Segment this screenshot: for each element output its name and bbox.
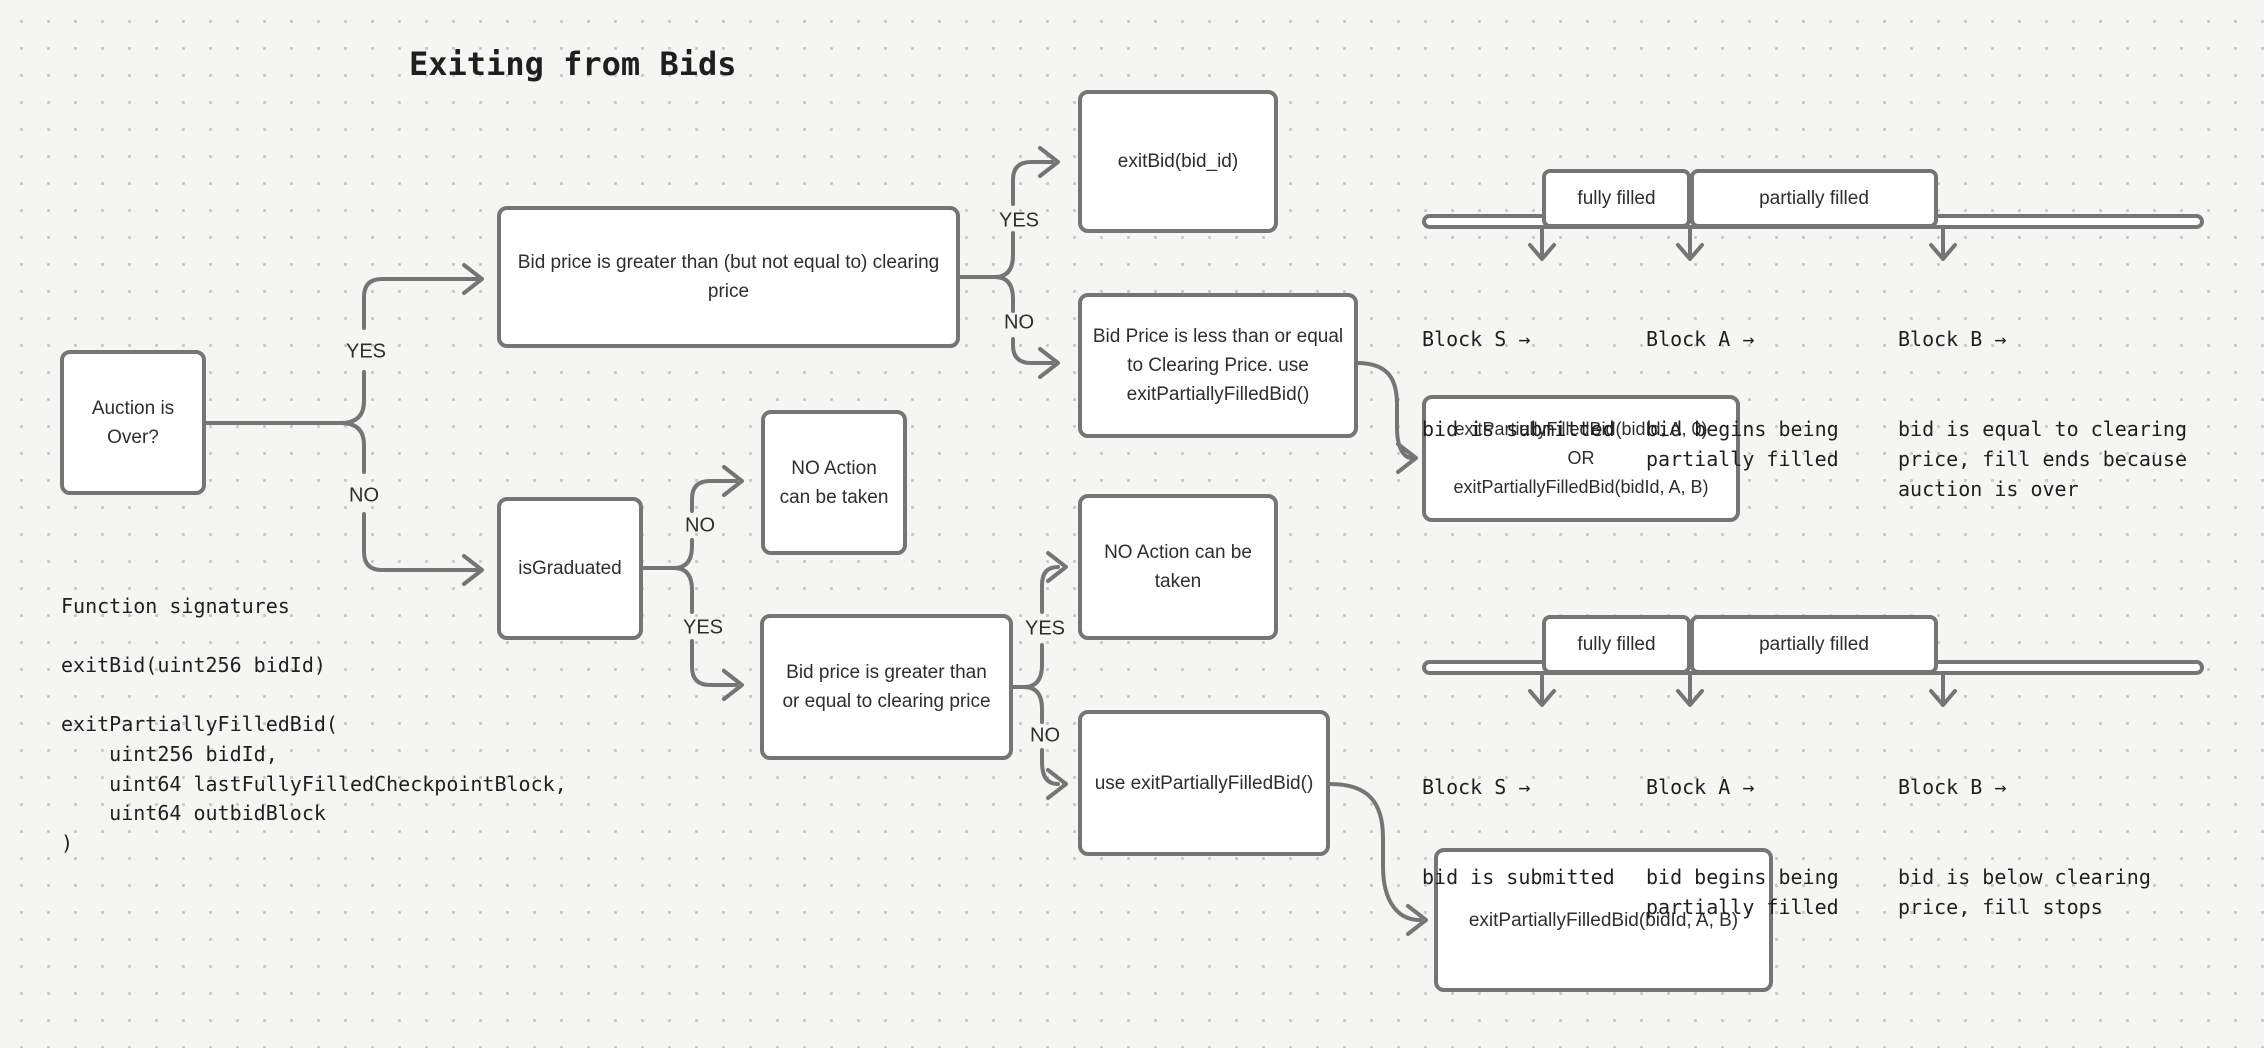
connector-auction-split[interactable]	[203, 370, 366, 474]
annotation-block-s-bottom[interactable]: Block S → bid is submitted	[1422, 712, 1615, 952]
annotation-block-b-top[interactable]: Block B → bid is equal to clearing price…	[1898, 264, 2187, 564]
connector-no-to-useexit[interactable]	[1040, 748, 1068, 800]
node-bid-price-less-equal[interactable]: Bid Price is less than or equal to Clear…	[1078, 293, 1358, 438]
node-auction-is-over[interactable]: Auction is Over?	[60, 350, 206, 495]
annotation-desc: bid is equal to clearing price, fill end…	[1898, 417, 2187, 501]
annotation-desc: bid begins being partially filled	[1646, 865, 1839, 919]
annotation-desc: bid is submitted	[1422, 865, 1615, 889]
branch-label-no-isgraduated[interactable]: NO	[685, 514, 715, 537]
annotation-desc: bid is submitted	[1422, 417, 1615, 441]
connector-bidle-to-orbox[interactable]	[1355, 361, 1418, 474]
annotation-block-a-bottom[interactable]: Block A → bid begins being partially fil…	[1646, 712, 1839, 982]
timeline-segment-fully-filled-top[interactable]: fully filled	[1542, 169, 1691, 228]
node-use-exitpartiallyfilledbid[interactable]: use exitPartiallyFilledBid()	[1078, 710, 1330, 856]
connector-no-to-isgraduated[interactable]	[362, 512, 484, 586]
diagram-title[interactable]: Exiting from Bids	[409, 45, 737, 83]
branch-label-no-auction[interactable]: NO	[349, 484, 379, 507]
node-exitbid[interactable]: exitBid(bid_id)	[1078, 90, 1278, 233]
segment-label: fully filled	[1577, 633, 1656, 655]
connector-no-to-noaction-small[interactable]	[690, 465, 744, 513]
annotation-title: Block S →	[1422, 327, 1531, 351]
node-label: exitPartiallyFilledBid(bidId, A, 0) OR e…	[1453, 419, 1709, 497]
timeline-arrow-block-b-bottom[interactable]	[1929, 674, 1957, 707]
connector-yes-to-noaction-wide[interactable]	[1040, 551, 1068, 614]
annotation-title: Block B →	[1898, 775, 2007, 799]
node-no-action-small[interactable]: NO Action can be taken	[761, 410, 907, 555]
node-exitpartiallyfilledbid-or[interactable]: exitPartiallyFilledBid(bidId, A, 0) OR e…	[1422, 395, 1740, 522]
connector-yes-to-bidge[interactable]	[690, 639, 744, 701]
annotation-block-b-bottom[interactable]: Block B → bid is below clearing price, f…	[1898, 712, 2151, 982]
node-label: exitPartiallyFilledBid(bidId, A, B)	[1468, 909, 1739, 931]
timeline-segment-fully-filled-bottom[interactable]: fully filled	[1542, 615, 1691, 674]
node-label: Auction is Over?	[91, 397, 175, 448]
function-signatures-text[interactable]: Function signatures exitBid(uint256 bidI…	[61, 594, 567, 855]
timeline-arrow-block-a-top[interactable]	[1676, 228, 1704, 261]
node-label: exitBid(bid_id)	[1117, 151, 1239, 172]
branch-label-yes-bidge[interactable]: YES	[1024, 617, 1066, 640]
node-no-action-wide[interactable]: NO Action can be taken	[1078, 494, 1278, 640]
connector-useexit-to-exitab[interactable]	[1328, 782, 1428, 936]
timeline-segment-partially-filled-bottom[interactable]: partially filled	[1690, 615, 1938, 674]
annotation-block-s-top[interactable]: Block S → bid is submitted	[1422, 264, 1615, 504]
node-label: Bid Price is less than or equal to Clear…	[1092, 326, 1344, 405]
connector-bidgt-split[interactable]	[958, 231, 1015, 313]
annotation-block-a-top[interactable]: Block A → bid begins being partially fil…	[1646, 264, 1839, 534]
branch-label-yes-exitbid[interactable]: YES	[998, 209, 1040, 232]
segment-label: partially filled	[1759, 633, 1869, 655]
branch-label-yes-auction[interactable]: YES	[345, 340, 387, 363]
node-bid-price-greater-strict[interactable]: Bid price is greater than (but not equal…	[497, 206, 960, 348]
branch-label-no-bidge[interactable]: NO	[1030, 724, 1060, 747]
node-label: NO Action can be taken	[779, 457, 889, 508]
timeline-arrow-block-a-bottom[interactable]	[1676, 674, 1704, 707]
annotation-title: Block S →	[1422, 775, 1531, 799]
annotation-desc: bid is below clearing price, fill stops	[1898, 865, 2151, 919]
segment-label: partially filled	[1759, 187, 1869, 209]
timeline-segment-partially-filled-top[interactable]: partially filled	[1690, 169, 1938, 228]
node-label: Bid price is greater than (but not equal…	[517, 252, 940, 302]
branch-label-no-bidless[interactable]: NO	[1004, 311, 1034, 334]
connector-isgraduated-split[interactable]	[640, 538, 694, 614]
node-label: NO Action can be taken	[1104, 542, 1252, 592]
timeline-arrow-block-s-bottom[interactable]	[1528, 674, 1556, 707]
connector-no-to-bidle[interactable]	[1011, 337, 1060, 379]
node-label: isGraduated	[518, 558, 622, 579]
connector-yes-to-bid-gt[interactable]	[362, 263, 484, 330]
node-label: Bid price is greater than or equal to cl…	[782, 662, 991, 712]
node-label: use exitPartiallyFilledBid()	[1094, 772, 1314, 794]
segment-label: fully filled	[1577, 187, 1656, 209]
node-exitpartiallyfilledbid-ab[interactable]: exitPartiallyFilledBid(bidId, A, B)	[1434, 848, 1773, 992]
branch-label-yes-isgraduated[interactable]: YES	[682, 616, 724, 639]
node-bid-price-greater-equal[interactable]: Bid price is greater than or equal to cl…	[760, 614, 1013, 760]
annotation-title: Block A →	[1646, 327, 1755, 351]
connector-yes-to-exitbid[interactable]	[1011, 146, 1060, 206]
timeline-arrow-block-b-top[interactable]	[1929, 228, 1957, 261]
timeline-arrow-block-s-top[interactable]	[1528, 228, 1556, 261]
connector-bidge-split[interactable]	[1011, 643, 1044, 724]
annotation-title: Block B →	[1898, 327, 2007, 351]
node-isgraduated[interactable]: isGraduated	[497, 497, 643, 640]
annotation-desc: bid begins being partially filled	[1646, 417, 1839, 471]
annotation-title: Block A →	[1646, 775, 1755, 799]
